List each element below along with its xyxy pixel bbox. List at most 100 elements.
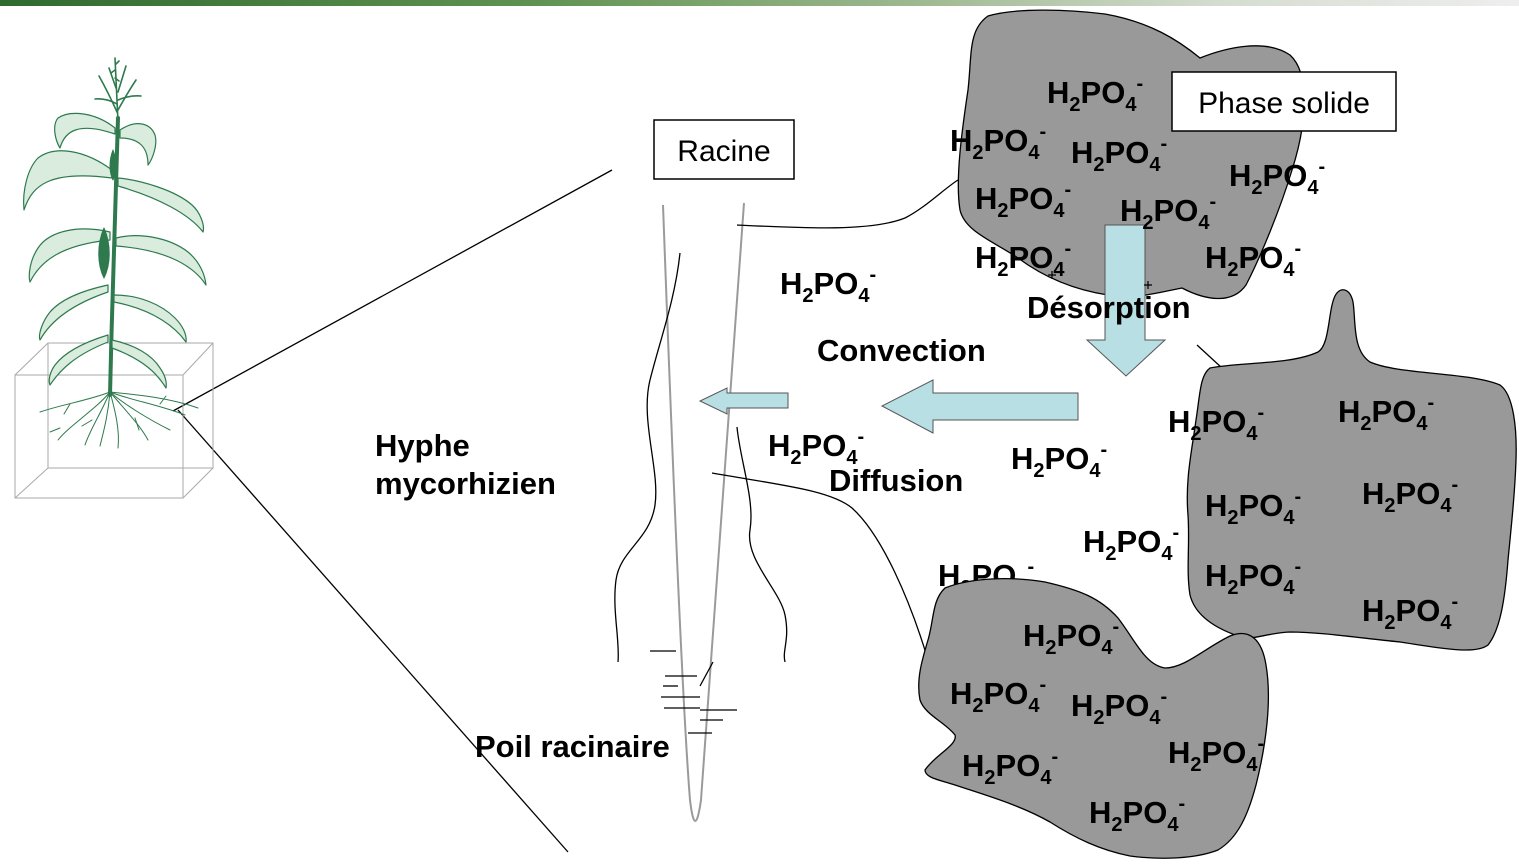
formula-element: H xyxy=(780,266,802,301)
ion-label: H2PO4- xyxy=(1011,439,1107,482)
formula-charge: - xyxy=(1136,73,1143,95)
formula-charge: - xyxy=(1294,556,1301,578)
formula-element: H xyxy=(950,676,972,711)
header-bar xyxy=(0,0,1519,6)
formula-charge: - xyxy=(1451,474,1458,496)
label-convection: Convection xyxy=(817,333,986,368)
formula-element: PO xyxy=(1117,524,1162,559)
ion-label: H2PO4- xyxy=(975,179,1071,222)
soil-box xyxy=(14,342,214,499)
leaf xyxy=(23,150,113,211)
formula-subscript: 2 xyxy=(1251,177,1262,199)
formula-subscript: 2 xyxy=(1190,754,1201,776)
formula-subscript: 4 xyxy=(1053,200,1065,222)
formula-subscript: 4 xyxy=(1028,142,1040,164)
formula-subscript: 4 xyxy=(1283,507,1295,529)
formula-element: H xyxy=(1089,795,1111,830)
plant-root xyxy=(99,391,111,447)
formula-charge: - xyxy=(1039,674,1046,696)
formula-subscript: 2 xyxy=(1227,507,1238,529)
ion-label: H2PO4- xyxy=(975,238,1071,281)
formula-subscript: 4 xyxy=(1040,767,1052,789)
root-hairs xyxy=(650,650,737,734)
plant-root xyxy=(109,391,171,431)
formula-charge: - xyxy=(857,426,864,448)
hypha-right xyxy=(736,426,788,663)
ion-label: H2PO4- xyxy=(1168,402,1264,445)
ion-label: H2PO4- xyxy=(1205,556,1301,599)
formula-subscript: 2 xyxy=(1105,543,1116,565)
tassel-spike xyxy=(94,98,118,105)
formula-subscript: 2 xyxy=(1190,423,1201,445)
plant-root xyxy=(109,391,149,441)
label-diffusion: Diffusion xyxy=(829,463,963,498)
formula-element: PO xyxy=(1239,488,1284,523)
formula-charge: - xyxy=(1209,191,1216,213)
formula-subscript: 4 xyxy=(1198,212,1210,234)
ion-label: H2PO4- xyxy=(1083,522,1179,565)
ion-label: H2PO4- xyxy=(1205,486,1301,529)
ion-label: H2PO4- xyxy=(950,121,1046,164)
plant-root xyxy=(57,391,111,441)
formula-element: H xyxy=(1071,688,1093,723)
ion-label: H2PO4- xyxy=(950,674,1046,717)
formula-element: PO xyxy=(814,266,859,301)
leaf xyxy=(48,334,109,386)
formula-charge: - xyxy=(869,264,876,286)
formula-element: H xyxy=(1338,394,1360,429)
formula-charge: - xyxy=(1172,522,1179,544)
formula-subscript: 2 xyxy=(1069,94,1080,116)
ion-label: H2PO4- xyxy=(1338,392,1434,435)
formula-element: PO xyxy=(1081,75,1126,110)
plus-marker xyxy=(1048,271,1056,279)
ion-label: H2PO4- xyxy=(1071,686,1167,729)
formula-subscript: 4 xyxy=(1416,413,1428,435)
formula-element: PO xyxy=(1105,688,1150,723)
formula-subscript: 4 xyxy=(1028,695,1040,717)
formula-element: H xyxy=(1205,488,1227,523)
formula-element: PO xyxy=(802,428,847,463)
formula-element: PO xyxy=(1009,240,1054,275)
formula-charge: - xyxy=(1064,238,1071,260)
plant-root xyxy=(109,391,199,409)
formula-element: PO xyxy=(1123,795,1168,830)
formula-subscript: 4 xyxy=(858,285,870,307)
plant-root xyxy=(109,391,119,449)
label-racine-box xyxy=(653,119,795,180)
tassel xyxy=(94,57,142,123)
ion-label: H2PO4- xyxy=(780,264,876,307)
formula-element: PO xyxy=(1239,558,1284,593)
formula-subscript: 2 xyxy=(1093,707,1104,729)
leaf xyxy=(38,284,109,341)
formula-element: H xyxy=(950,123,972,158)
formula-subscript: 4 xyxy=(1440,612,1452,634)
formula-subscript: 4 xyxy=(1149,154,1161,176)
plus-marker xyxy=(1144,281,1152,289)
plant-root xyxy=(84,391,111,446)
formula-element: H xyxy=(1047,75,1069,110)
tassel-spike xyxy=(98,75,118,113)
formula-charge: - xyxy=(1100,439,1107,461)
ion-label: H2PO4- xyxy=(1168,733,1264,776)
formula-element: H xyxy=(975,240,997,275)
formula-subscript: 4 xyxy=(846,447,858,469)
ion-label: H2PO4- xyxy=(962,746,1058,789)
formula-element: H xyxy=(1011,441,1033,476)
formula-subscript: 4 xyxy=(1283,259,1295,281)
plant-roots xyxy=(39,391,199,449)
formula-subscript: 2 xyxy=(1033,460,1044,482)
leaf xyxy=(119,123,157,166)
formula-element: PO xyxy=(1009,181,1054,216)
connector-line-bottom xyxy=(711,472,929,661)
hyphae xyxy=(614,179,1223,663)
formula-subscript: 2 xyxy=(1142,212,1153,234)
stem xyxy=(108,116,120,397)
formula-element: H xyxy=(1205,240,1227,275)
formula-subscript: 2 xyxy=(790,447,801,469)
label-racine: Racine xyxy=(677,135,770,168)
formula-subscript: 2 xyxy=(1360,413,1371,435)
formula-charge: - xyxy=(1451,591,1458,613)
ion-label: H2PO4- xyxy=(1362,591,1458,634)
formula-element: PO xyxy=(1154,193,1199,228)
